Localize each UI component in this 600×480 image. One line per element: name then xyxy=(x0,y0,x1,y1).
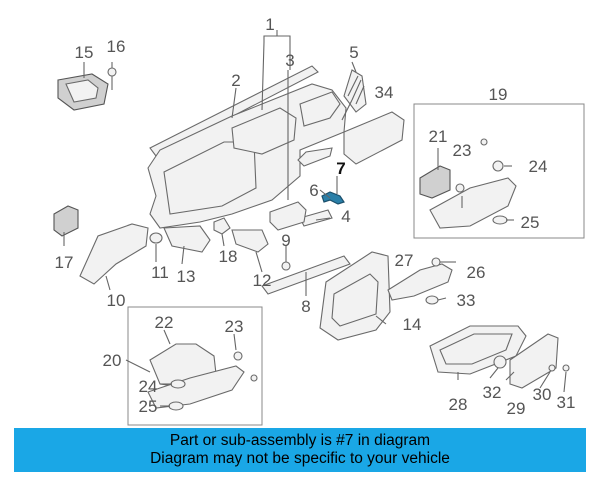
callout-24a: 24 xyxy=(529,157,548,176)
callout-27: 27 xyxy=(395,251,414,270)
callout-30: 30 xyxy=(533,385,552,404)
part-23-clip-lower xyxy=(233,351,243,361)
callout-29: 29 xyxy=(507,399,526,418)
callout-28: 28 xyxy=(449,395,468,414)
assembly-box-19 xyxy=(413,103,585,239)
part-11-clip xyxy=(149,232,163,244)
part-9-fastener xyxy=(281,261,291,271)
part-12-panel xyxy=(231,229,269,253)
callout-11: 11 xyxy=(151,263,169,282)
banner-line-2: Diagram may not be specific to your vehi… xyxy=(150,450,450,467)
leader-lines xyxy=(63,30,567,407)
callout-10: 10 xyxy=(107,291,126,310)
part-screw-lower xyxy=(250,374,258,382)
part-25-clip-lower xyxy=(168,401,184,411)
callout-21: 21 xyxy=(429,127,448,146)
callout-17: 17 xyxy=(55,253,74,272)
callout-34: 34 xyxy=(375,83,394,102)
part-33-button xyxy=(425,295,439,305)
callout-4: 4 xyxy=(341,207,350,226)
callout-26: 26 xyxy=(467,263,486,282)
assembly-box-20 xyxy=(127,306,263,426)
callout-9: 9 xyxy=(281,231,290,250)
part-24-clip-lower xyxy=(170,379,186,389)
part-3-trim-panel xyxy=(297,147,333,167)
callout-15: 15 xyxy=(75,43,94,62)
part-10-side-panel xyxy=(79,223,149,285)
part-13-knee-bolster xyxy=(163,225,211,253)
part-20-duct-lower xyxy=(147,365,245,409)
callout-2: 2 xyxy=(231,71,240,90)
callout-19: 19 xyxy=(489,85,508,104)
part-29-glove-box-door xyxy=(509,333,559,389)
part-34-airbag-cover xyxy=(343,111,405,165)
part-14-console-bezel xyxy=(319,251,391,341)
callout-16: 16 xyxy=(107,37,126,56)
part-19-duct xyxy=(429,177,517,229)
callout-1: 1 xyxy=(265,15,274,34)
callout-20: 20 xyxy=(103,351,122,370)
banner-line-1: Part or sub-assembly is #7 in diagram xyxy=(169,432,431,449)
part-5-vent xyxy=(343,69,367,113)
part-16-bolt xyxy=(107,67,117,90)
part-7-bracket-highlighted xyxy=(321,191,345,205)
part-1-instrument-panel xyxy=(147,83,347,229)
part-21-bracket xyxy=(419,165,451,199)
info-banner: Part or sub-assembly is #7 in diagram Di… xyxy=(14,428,586,472)
part-24-clip-upper xyxy=(492,160,504,172)
part-screw-upper xyxy=(480,138,488,146)
callout-8: 8 xyxy=(301,297,310,316)
callout-32: 32 xyxy=(483,383,502,402)
part-32-latch xyxy=(493,355,507,369)
callout-24b: 24 xyxy=(139,377,158,396)
part-25-clip-upper xyxy=(492,215,508,225)
callout-25a: 25 xyxy=(521,213,540,232)
part-26-bracket xyxy=(387,263,453,301)
callout-5: 5 xyxy=(349,43,358,62)
part-2-defroster-strip xyxy=(149,65,319,157)
part-17-bracket xyxy=(53,205,79,237)
part-31-screw xyxy=(562,364,570,372)
part-23-clip-upper xyxy=(455,183,465,193)
part-28-glove-box xyxy=(429,325,527,375)
callout-14: 14 xyxy=(403,315,422,334)
callout-25b: 25 xyxy=(139,397,158,416)
part-6-switch-bezel xyxy=(269,201,307,231)
callout-22: 22 xyxy=(155,313,174,332)
callout-13: 13 xyxy=(177,267,196,286)
callout-12: 12 xyxy=(253,271,272,290)
callout-23b: 23 xyxy=(225,317,244,336)
callout-18: 18 xyxy=(219,247,238,266)
part-4-trim-strip xyxy=(299,209,333,227)
callout-33: 33 xyxy=(457,291,476,310)
callout-7: 7 xyxy=(336,159,345,178)
part-18-cover xyxy=(213,217,231,235)
part-30-bumper xyxy=(548,364,556,372)
callout-3: 3 xyxy=(285,51,294,70)
callout-31: 31 xyxy=(557,393,576,412)
part-27-clip xyxy=(431,257,441,267)
callout-23a: 23 xyxy=(453,141,472,160)
part-15-bracket xyxy=(57,73,109,111)
callout-6: 6 xyxy=(309,181,318,200)
